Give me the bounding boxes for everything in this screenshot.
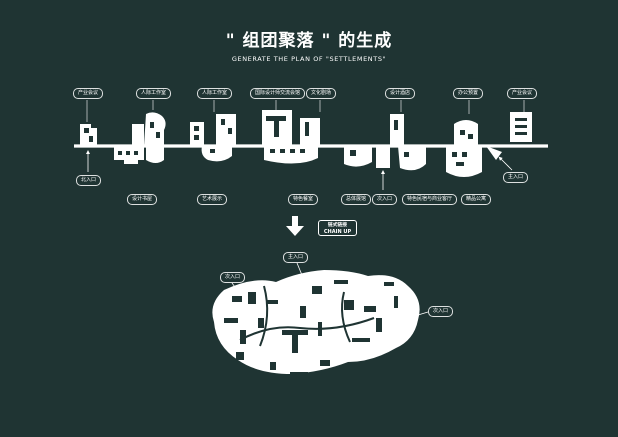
label-boutique-apartment: 精品公寓 (461, 194, 492, 205)
cluster-right-entrance-arrow (406, 311, 429, 320)
chain-up-box: 链式链接 CHAIN UP (318, 220, 357, 236)
clustered-settlement (212, 270, 420, 374)
strip-building-5 (344, 146, 372, 167)
label-secondary-entrance: 次入口 (372, 194, 398, 205)
label-design-exchange-hall: 国际设计师交流会馆 (250, 88, 306, 99)
strip-building-3 (190, 122, 204, 146)
cluster-label-main-entrance: 主入口 (283, 252, 309, 263)
label-main-entrance: 主入口 (503, 172, 529, 183)
label-exhibition-hall: 总体展馆 (341, 194, 372, 205)
label-feature-dining: 特色餐室 (288, 194, 319, 205)
chain-down-arrow (286, 216, 304, 236)
label-industry-meeting-2: 产业会议 (507, 88, 538, 99)
main-entrance-arrow (498, 156, 513, 171)
linear-building-strip (80, 110, 532, 177)
cluster-left-entrance-arrow (231, 282, 242, 296)
top-leader-lines (86, 100, 525, 122)
strip-building-7 (454, 120, 478, 146)
label-art-exhibition: 艺术展示 (197, 194, 228, 205)
label-homestay-commercial: 特色民宿与商业客厅 (402, 194, 458, 205)
cluster-label-secondary-left: 次入口 (220, 272, 246, 283)
chain-up-cn: 链式链接 (327, 223, 348, 228)
label-studio-1: 人际工作室 (136, 88, 172, 99)
diagram-title: " 组团聚落 " 的生成 (225, 31, 393, 51)
label-design-hotel: 设计酒店 (385, 88, 416, 99)
strip-building-1 (80, 124, 97, 146)
label-studio-2: 人际工作室 (197, 88, 233, 99)
diagram-subtitle: GENERATE THE PLAN OF "SETTLEMENTS" (231, 55, 387, 63)
label-industry-meeting-1: 产业会议 (73, 88, 104, 99)
cluster-paths (239, 285, 375, 347)
cluster-main-entrance-arrow (296, 262, 306, 282)
label-office: 办公预置 (453, 88, 484, 99)
label-culture-theater: 文化剧场 (306, 88, 337, 99)
cluster-label-secondary-right: 次入口 (428, 306, 454, 317)
label-north-entrance: 北入口 (76, 175, 102, 186)
cluster-voids (224, 280, 398, 376)
chain-up-en: CHAIN UP (323, 229, 352, 235)
label-design-bookstore: 设计书屋 (127, 194, 158, 205)
